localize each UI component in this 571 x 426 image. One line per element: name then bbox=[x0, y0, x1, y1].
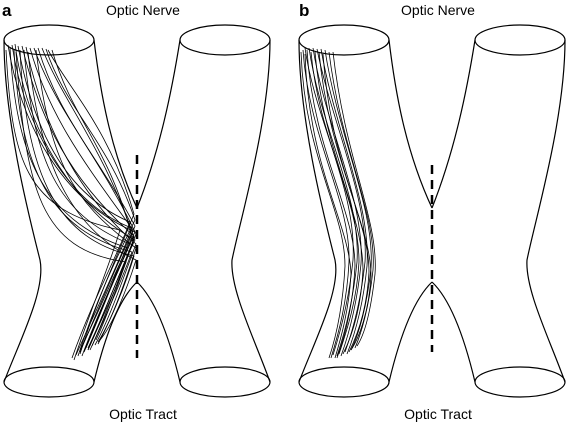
panel-b: b Optic Nerve Optic Tract bbox=[285, 0, 571, 426]
optic-tract-label-a: Optic Tract bbox=[109, 406, 177, 422]
right-inner-upper-contour bbox=[431, 39, 476, 209]
right-optic-nerve-cross-section bbox=[179, 24, 271, 56]
right-inner-lower-contour bbox=[431, 281, 476, 383]
left-inner-upper-contour bbox=[388, 39, 433, 209]
chiasm-diagram-b: b bbox=[298, 1, 566, 398]
panel-b-label: b bbox=[299, 1, 309, 20]
right-optic-tract-cross-section bbox=[179, 366, 271, 398]
right-inner-lower-contour bbox=[136, 281, 181, 383]
optic-tract-label-b: Optic Tract bbox=[404, 406, 472, 422]
left-outer-contour bbox=[3, 39, 42, 383]
right-inner-upper-contour bbox=[136, 39, 181, 209]
left-optic-tract-cross-section bbox=[298, 366, 390, 398]
right-optic-tract-cross-section bbox=[474, 366, 566, 398]
right-outer-contour bbox=[526, 39, 566, 383]
chiasm-diagram-a: a bbox=[2, 1, 271, 398]
left-inner-lower-contour bbox=[93, 281, 138, 383]
optic-nerve-label-a: Optic Nerve bbox=[106, 2, 180, 18]
right-optic-nerve-cross-section bbox=[474, 24, 566, 56]
panel-a-label: a bbox=[2, 1, 12, 20]
right-outer-contour bbox=[231, 39, 271, 383]
fiber-bundle-b bbox=[300, 47, 376, 359]
fiber-bundle-a bbox=[5, 43, 137, 361]
left-optic-tract-cross-section bbox=[3, 366, 95, 398]
optic-nerve-label-b: Optic Nerve bbox=[401, 2, 475, 18]
left-optic-nerve-cross-section bbox=[3, 24, 95, 56]
left-inner-lower-contour bbox=[388, 281, 433, 383]
panel-a: a Optic Nerve Optic Tract bbox=[2, 1, 271, 422]
left-outer-contour bbox=[298, 39, 337, 383]
left-optic-nerve-cross-section bbox=[298, 24, 390, 56]
left-inner-upper-contour bbox=[93, 39, 138, 209]
